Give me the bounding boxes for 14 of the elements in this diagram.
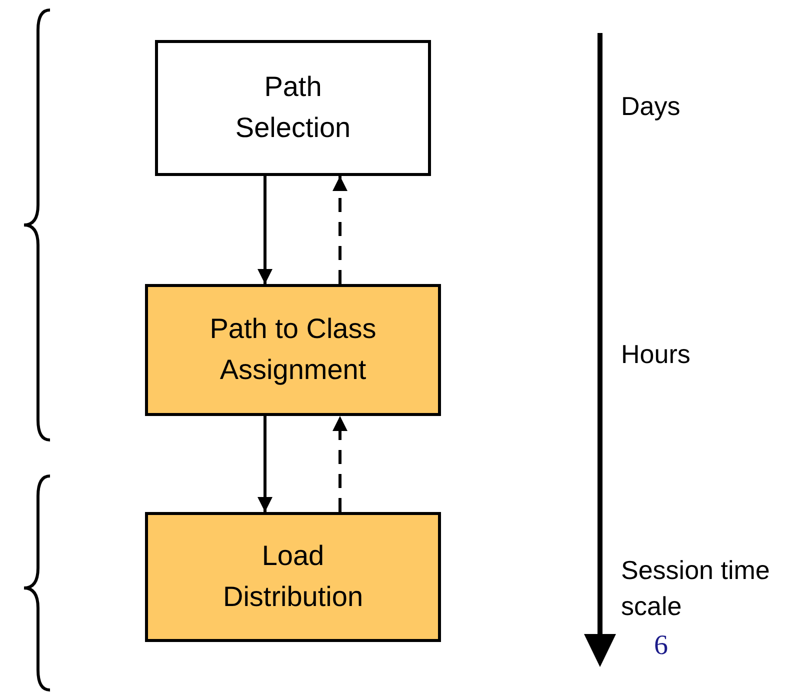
process-box [145,284,441,416]
time-scale-label: Days [621,90,682,123]
time-scale-label: Session time scale [621,554,771,624]
time-scale-label: Hours [621,338,692,371]
arrow [332,176,348,284]
page-number: 6 [654,629,669,663]
box-label: Path to Class Assignment [208,312,378,387]
box-label: Path Selection [234,70,352,145]
arrow [258,416,272,512]
process-box [145,512,441,642]
process-box [155,40,431,176]
arrow [332,416,348,512]
box-label: Load Distribution [222,539,364,614]
arrow [258,176,272,284]
